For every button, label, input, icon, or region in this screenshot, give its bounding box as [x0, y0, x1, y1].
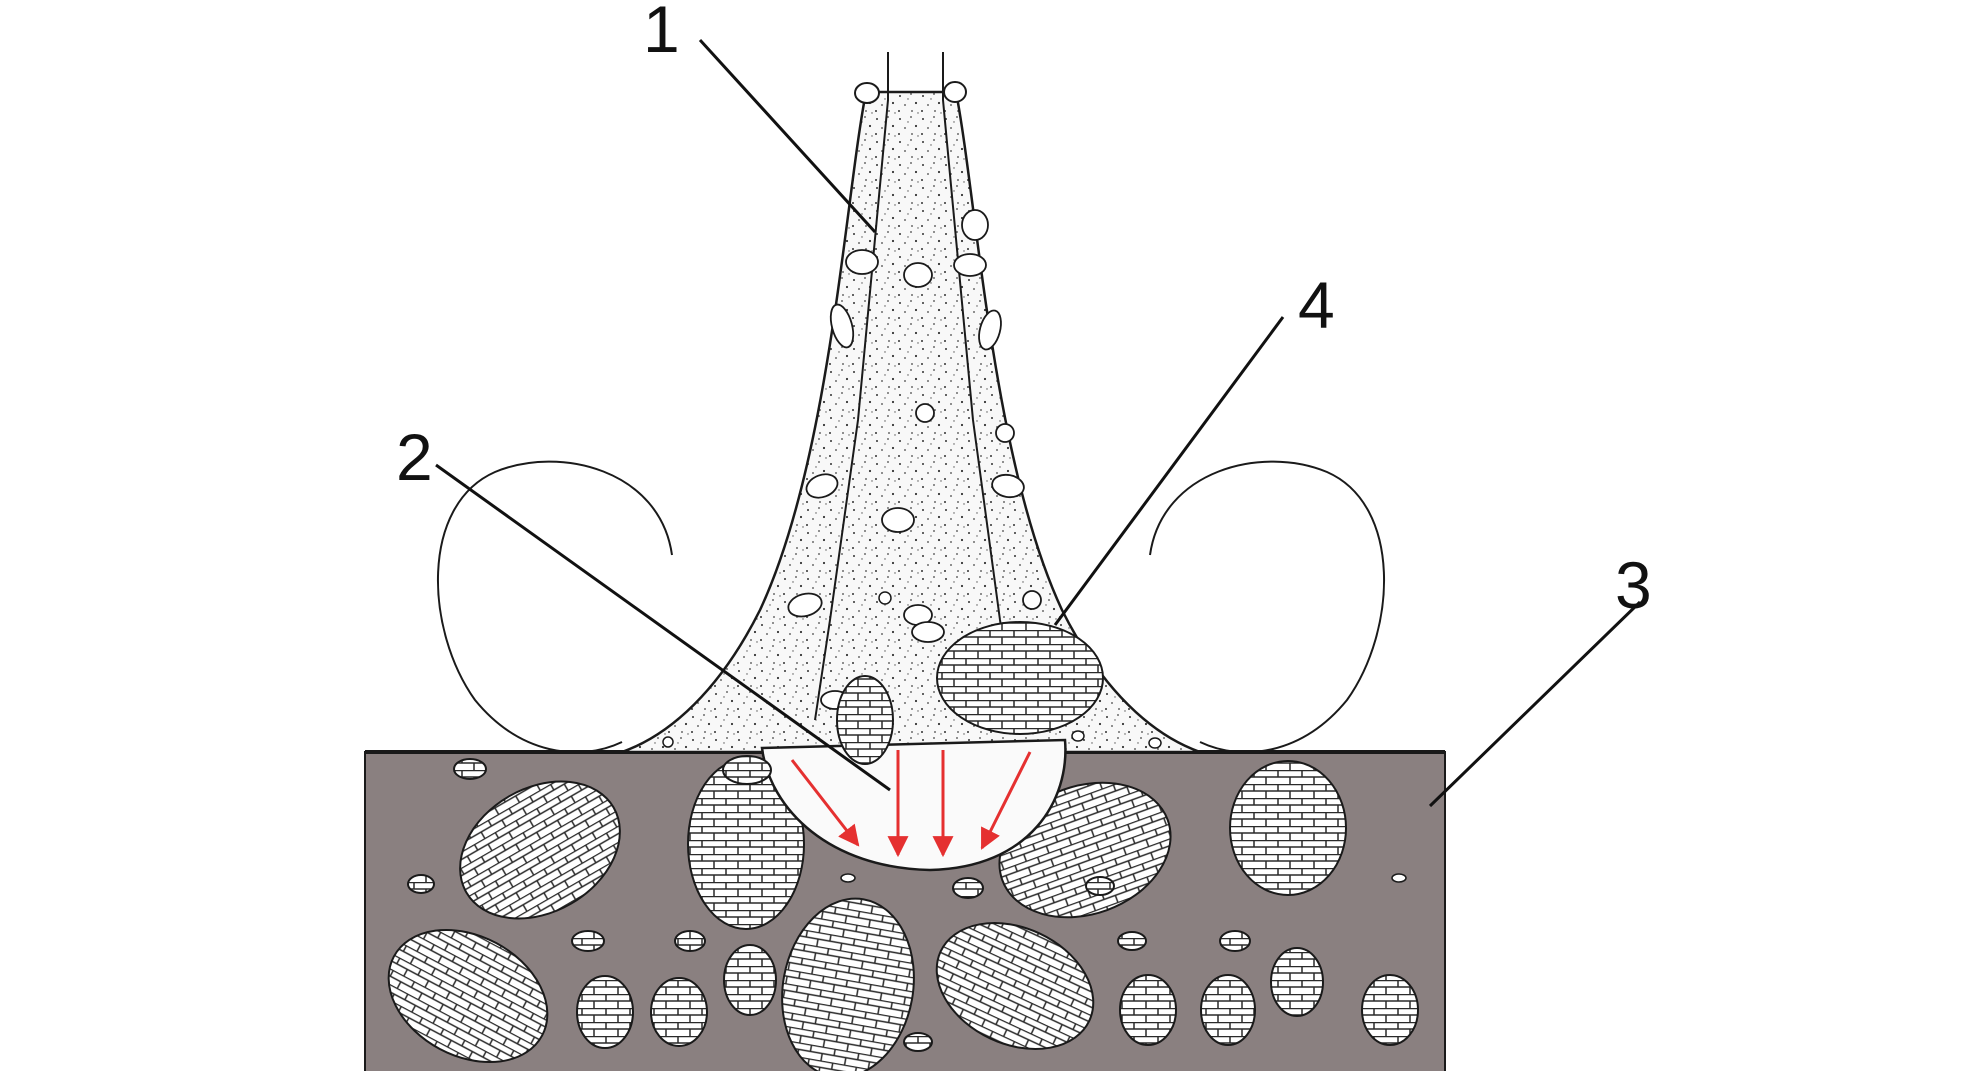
leader-line-4 [1053, 316, 1285, 626]
particle [1148, 737, 1162, 749]
callout-3: 3 [1615, 548, 1652, 622]
aggregate [1391, 873, 1407, 883]
aggregate [836, 675, 894, 765]
callout-4: 4 [1298, 268, 1335, 342]
flow-arrows [790, 750, 1032, 858]
particle [1071, 730, 1085, 742]
leader-line-1 [698, 38, 877, 234]
particle [915, 403, 935, 423]
jet-particles [662, 209, 1162, 749]
aggregate [650, 977, 708, 1047]
particle [829, 303, 855, 349]
particle [978, 309, 1002, 351]
particle [911, 621, 945, 643]
leader-lines [435, 38, 1642, 808]
aggregate [407, 874, 435, 894]
aggregate [1200, 974, 1256, 1046]
right-vortex [1149, 460, 1385, 754]
aggregate [723, 944, 777, 1016]
aggregate [1219, 930, 1251, 952]
particle [662, 736, 674, 748]
aggregate [1270, 947, 1324, 1017]
jet [621, 52, 1201, 754]
red-arrow [790, 759, 860, 847]
leader-line-2 [435, 463, 891, 792]
aggregate [1229, 760, 1347, 896]
aggregate [1361, 974, 1419, 1046]
aggregate [674, 930, 706, 952]
aggregate [952, 877, 984, 899]
callout-2: 2 [396, 420, 433, 494]
particle [845, 249, 879, 275]
red-arrow [980, 751, 1032, 850]
particle [995, 423, 1015, 443]
aggregate [576, 975, 634, 1049]
jet-body [621, 90, 1201, 754]
aggregate [781, 897, 915, 1071]
jet-top-lump [854, 82, 880, 104]
particle [991, 473, 1025, 499]
aggregate [1117, 931, 1147, 951]
particle [787, 592, 823, 618]
aggregate [722, 755, 772, 785]
particle [878, 591, 892, 605]
particle [805, 473, 839, 499]
particle [953, 253, 987, 277]
aggregate [903, 1032, 933, 1052]
aggregate [387, 928, 549, 1064]
particle [1022, 590, 1042, 610]
aggregate [459, 780, 621, 920]
aggregate [1085, 876, 1115, 896]
jet-core-left-line [814, 52, 889, 721]
aggregate [840, 873, 856, 883]
callout-1: 1 [643, 0, 680, 66]
jet-top-lump [943, 81, 967, 103]
substrate-aggregates [387, 758, 1419, 1071]
left-vortex [437, 460, 673, 754]
aggregate [1119, 974, 1177, 1046]
particle [903, 262, 933, 288]
leader-line-3 [1428, 600, 1642, 808]
aggregate [571, 930, 605, 952]
aggregate [453, 758, 487, 780]
particle [881, 507, 915, 533]
particle [961, 209, 989, 241]
aggregate [935, 922, 1095, 1050]
aggregate-4 [936, 621, 1104, 735]
